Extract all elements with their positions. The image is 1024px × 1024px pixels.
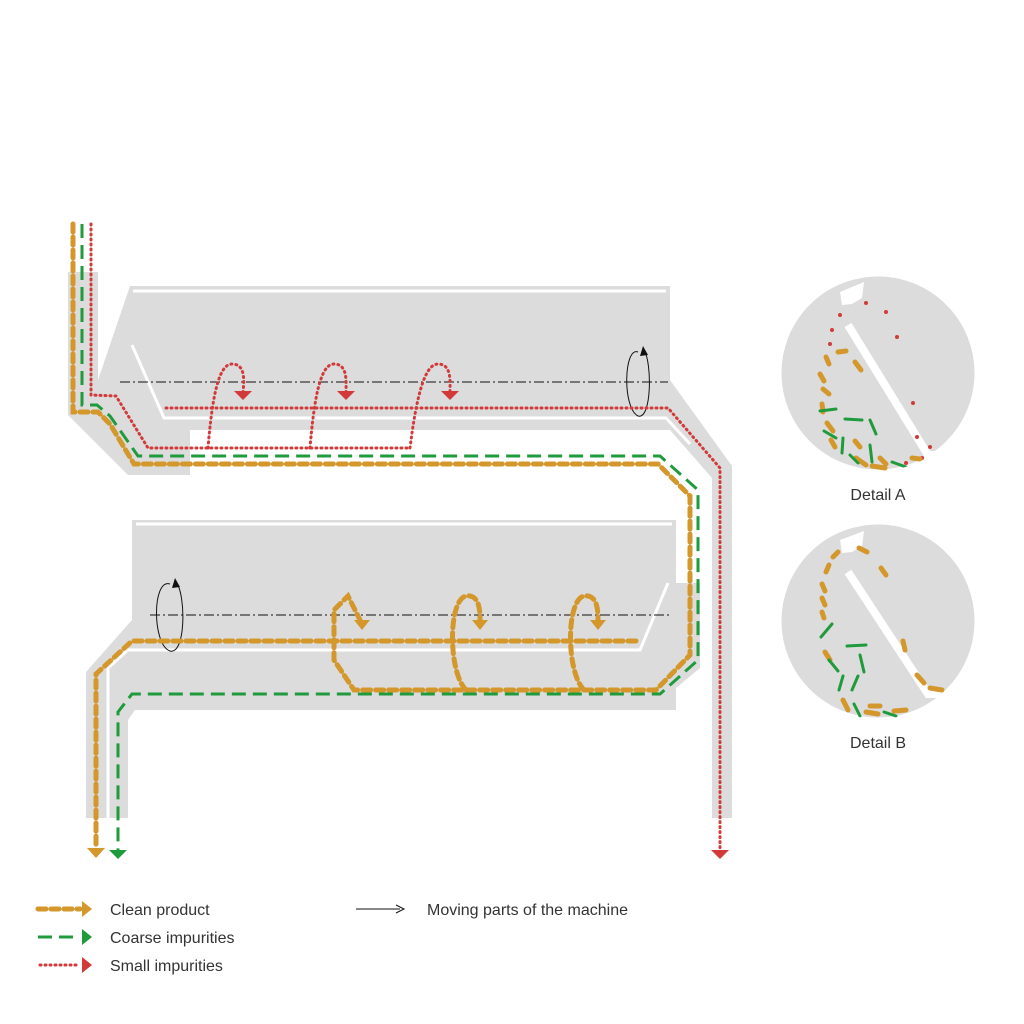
detail-b-zoom: Detail B: [778, 521, 978, 752]
legend-small-impurities: Small impurities: [38, 957, 223, 975]
lower-rotation-icon: [156, 581, 184, 652]
legend-moving-parts-label: Moving parts of the machine: [427, 902, 628, 919]
lower-chamber: [86, 520, 700, 818]
legend-small-impurities-label: Small impurities: [110, 958, 223, 975]
legend: Clean product Coarse impurities Small im…: [35, 901, 628, 975]
detail-a-zoom: Detail A: [778, 273, 978, 504]
legend-coarse-impurities-label: Coarse impurities: [110, 930, 234, 947]
coarse-impurities-flow: [80, 224, 700, 850]
clean-product-flow: [70, 221, 693, 849]
detail-b-label: Detail B: [850, 735, 906, 752]
legend-moving-parts: Moving parts of the machine: [356, 902, 628, 919]
legend-clean-product-label: Clean product: [110, 902, 210, 919]
detail-a-label: Detail A: [850, 487, 905, 504]
legend-coarse-impurities: Coarse impurities: [38, 929, 234, 947]
coarse-outlet-arrow: [109, 850, 127, 859]
upper-rotation-icon: [626, 349, 650, 417]
clean-product-outlet-arrow: [87, 848, 105, 858]
small-impurities-flow: [89, 222, 722, 850]
moving-parts: [120, 346, 670, 652]
small-impurities-outlet-arrow: [711, 850, 729, 859]
legend-clean-product: Clean product: [35, 901, 210, 919]
